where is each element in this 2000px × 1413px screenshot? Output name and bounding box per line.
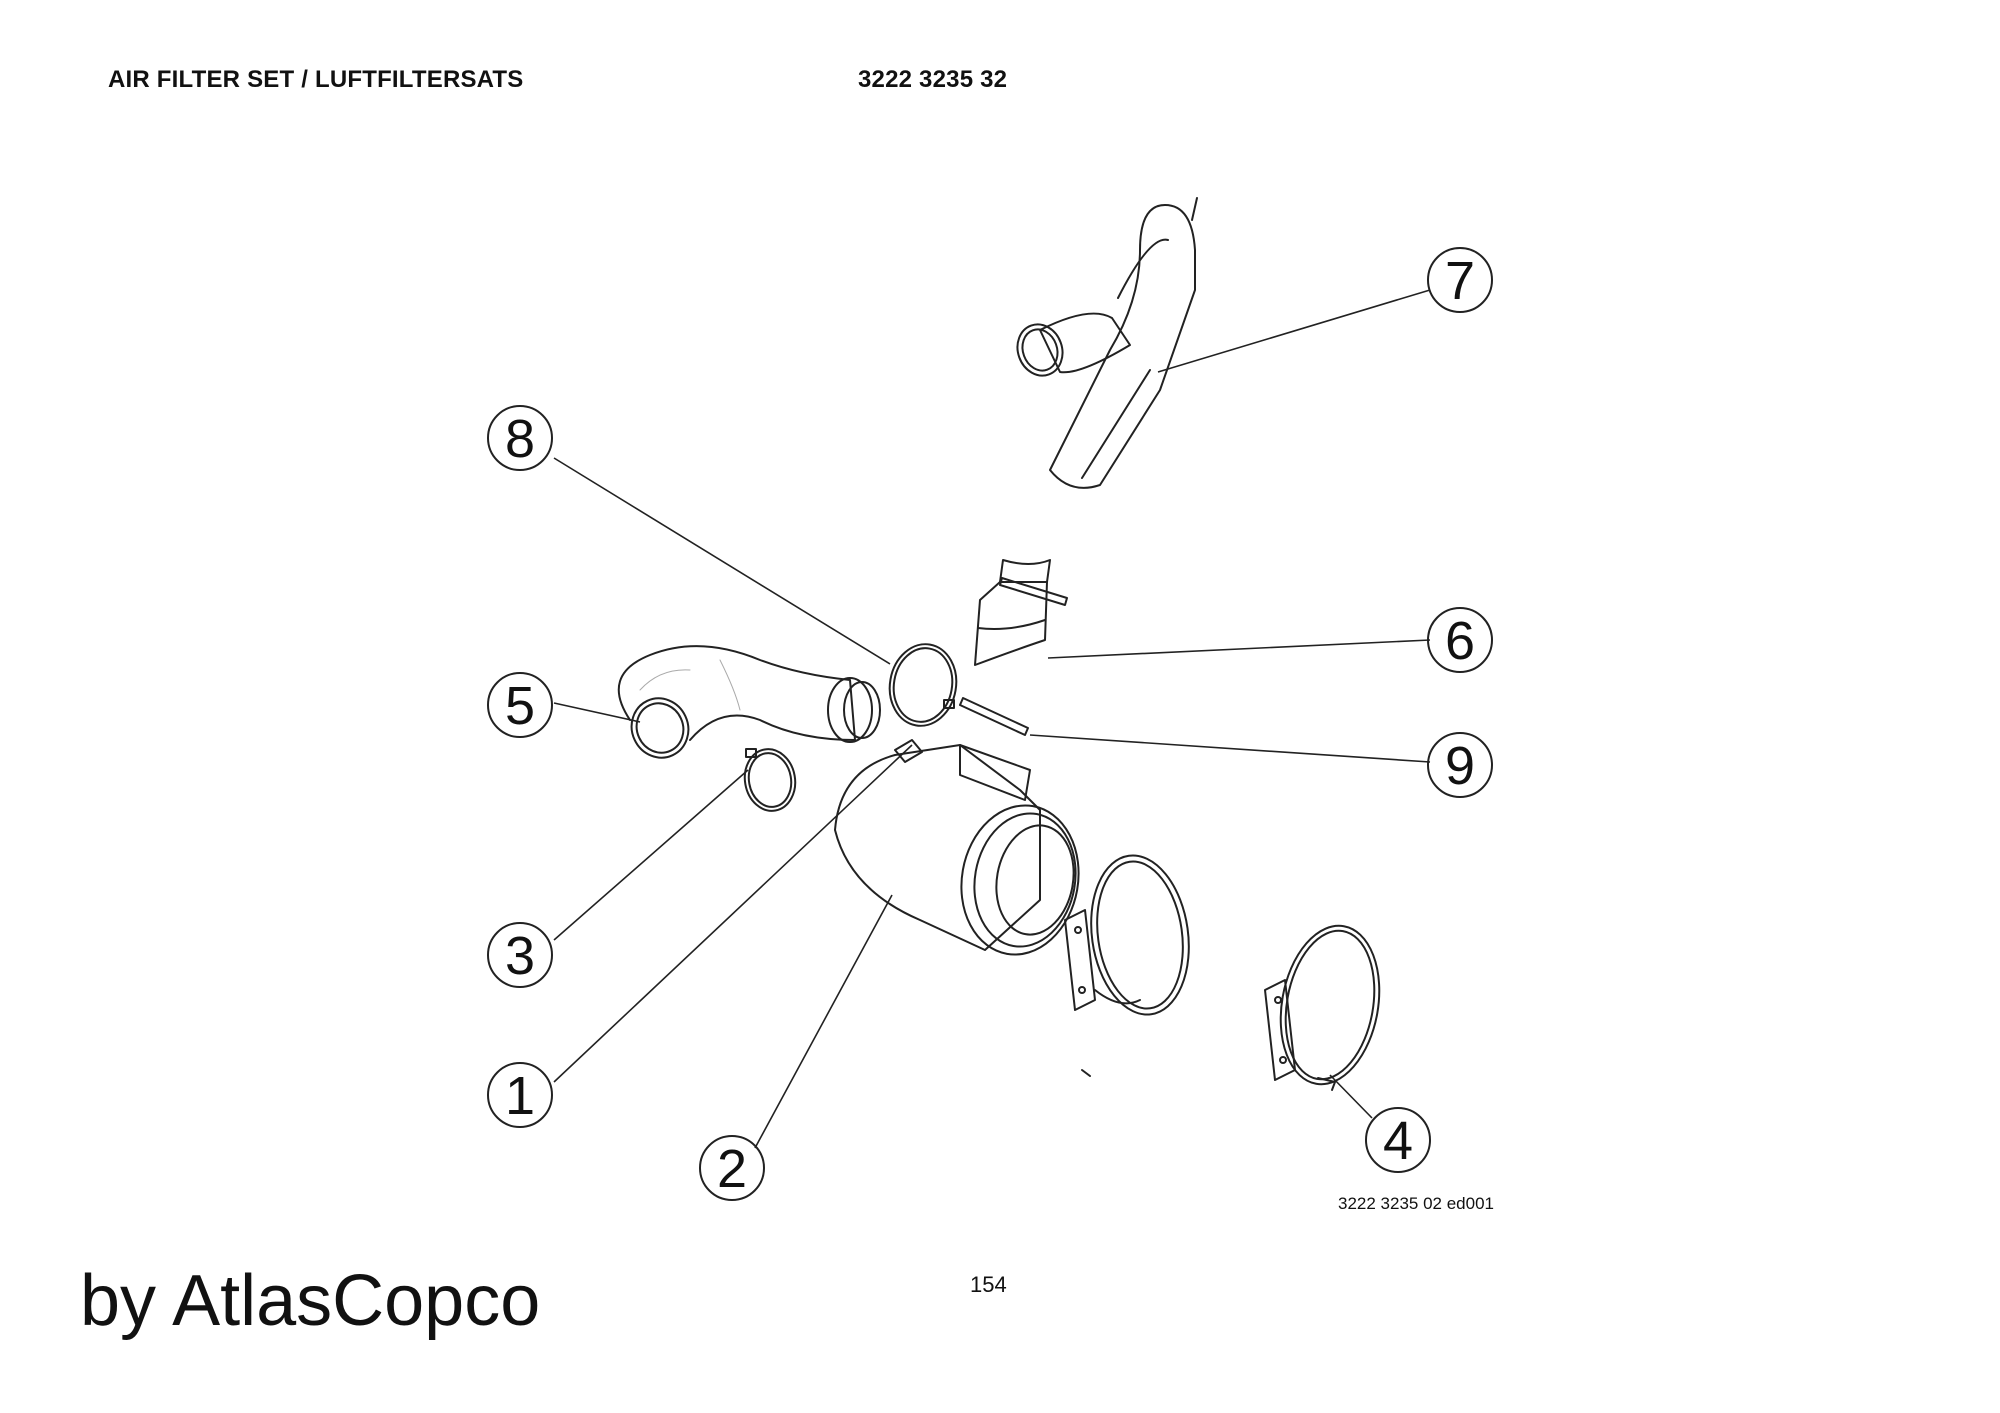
valve-cap	[894, 739, 923, 763]
brand-credit: by AtlasCopco	[80, 1261, 541, 1341]
callout-8: 8	[487, 405, 553, 471]
leader-lines	[553, 289, 1431, 1149]
callout-3-label: 3	[505, 926, 535, 986]
callout-3: 3	[487, 922, 553, 988]
callout-6: 6	[1427, 607, 1493, 673]
part-4-band-clamp	[1264, 924, 1381, 1091]
page-title: AIR FILTER SET / LUFTFILTERSATS	[108, 66, 524, 93]
part-6-sleeve	[974, 559, 1051, 666]
callout-7-label: 7	[1445, 251, 1475, 311]
callout-2: 2	[699, 1135, 765, 1201]
stray-mark	[1081, 1069, 1091, 1077]
callout-5: 5	[487, 672, 553, 738]
page-number: 154	[970, 1272, 1007, 1297]
callout-9: 9	[1427, 732, 1493, 798]
callout-1: 1	[487, 1062, 553, 1128]
part-5-hose	[617, 645, 881, 759]
drawing-id: 3222 3235 02 ed001	[1338, 1194, 1494, 1213]
part-7-y-pipe	[1016, 197, 1198, 489]
part-8-clamp	[888, 643, 958, 727]
callout-1-label: 1	[505, 1066, 535, 1126]
callout-4-label: 4	[1383, 1111, 1413, 1171]
callout-5-label: 5	[505, 676, 535, 736]
part-2-filter-housing	[834, 744, 1080, 956]
housing-band-clamp	[1064, 854, 1190, 1016]
callout-7: 7	[1427, 247, 1493, 313]
callout-6-label: 6	[1445, 611, 1475, 671]
part-number: 3222 3235 32	[858, 66, 1008, 93]
gasket-strips	[959, 577, 1068, 736]
part-3-small-clamp	[743, 748, 797, 812]
callout-2-label: 2	[717, 1139, 747, 1199]
callout-8-label: 8	[505, 409, 535, 469]
callout-9-label: 9	[1445, 736, 1475, 796]
callout-4: 4	[1365, 1107, 1431, 1173]
